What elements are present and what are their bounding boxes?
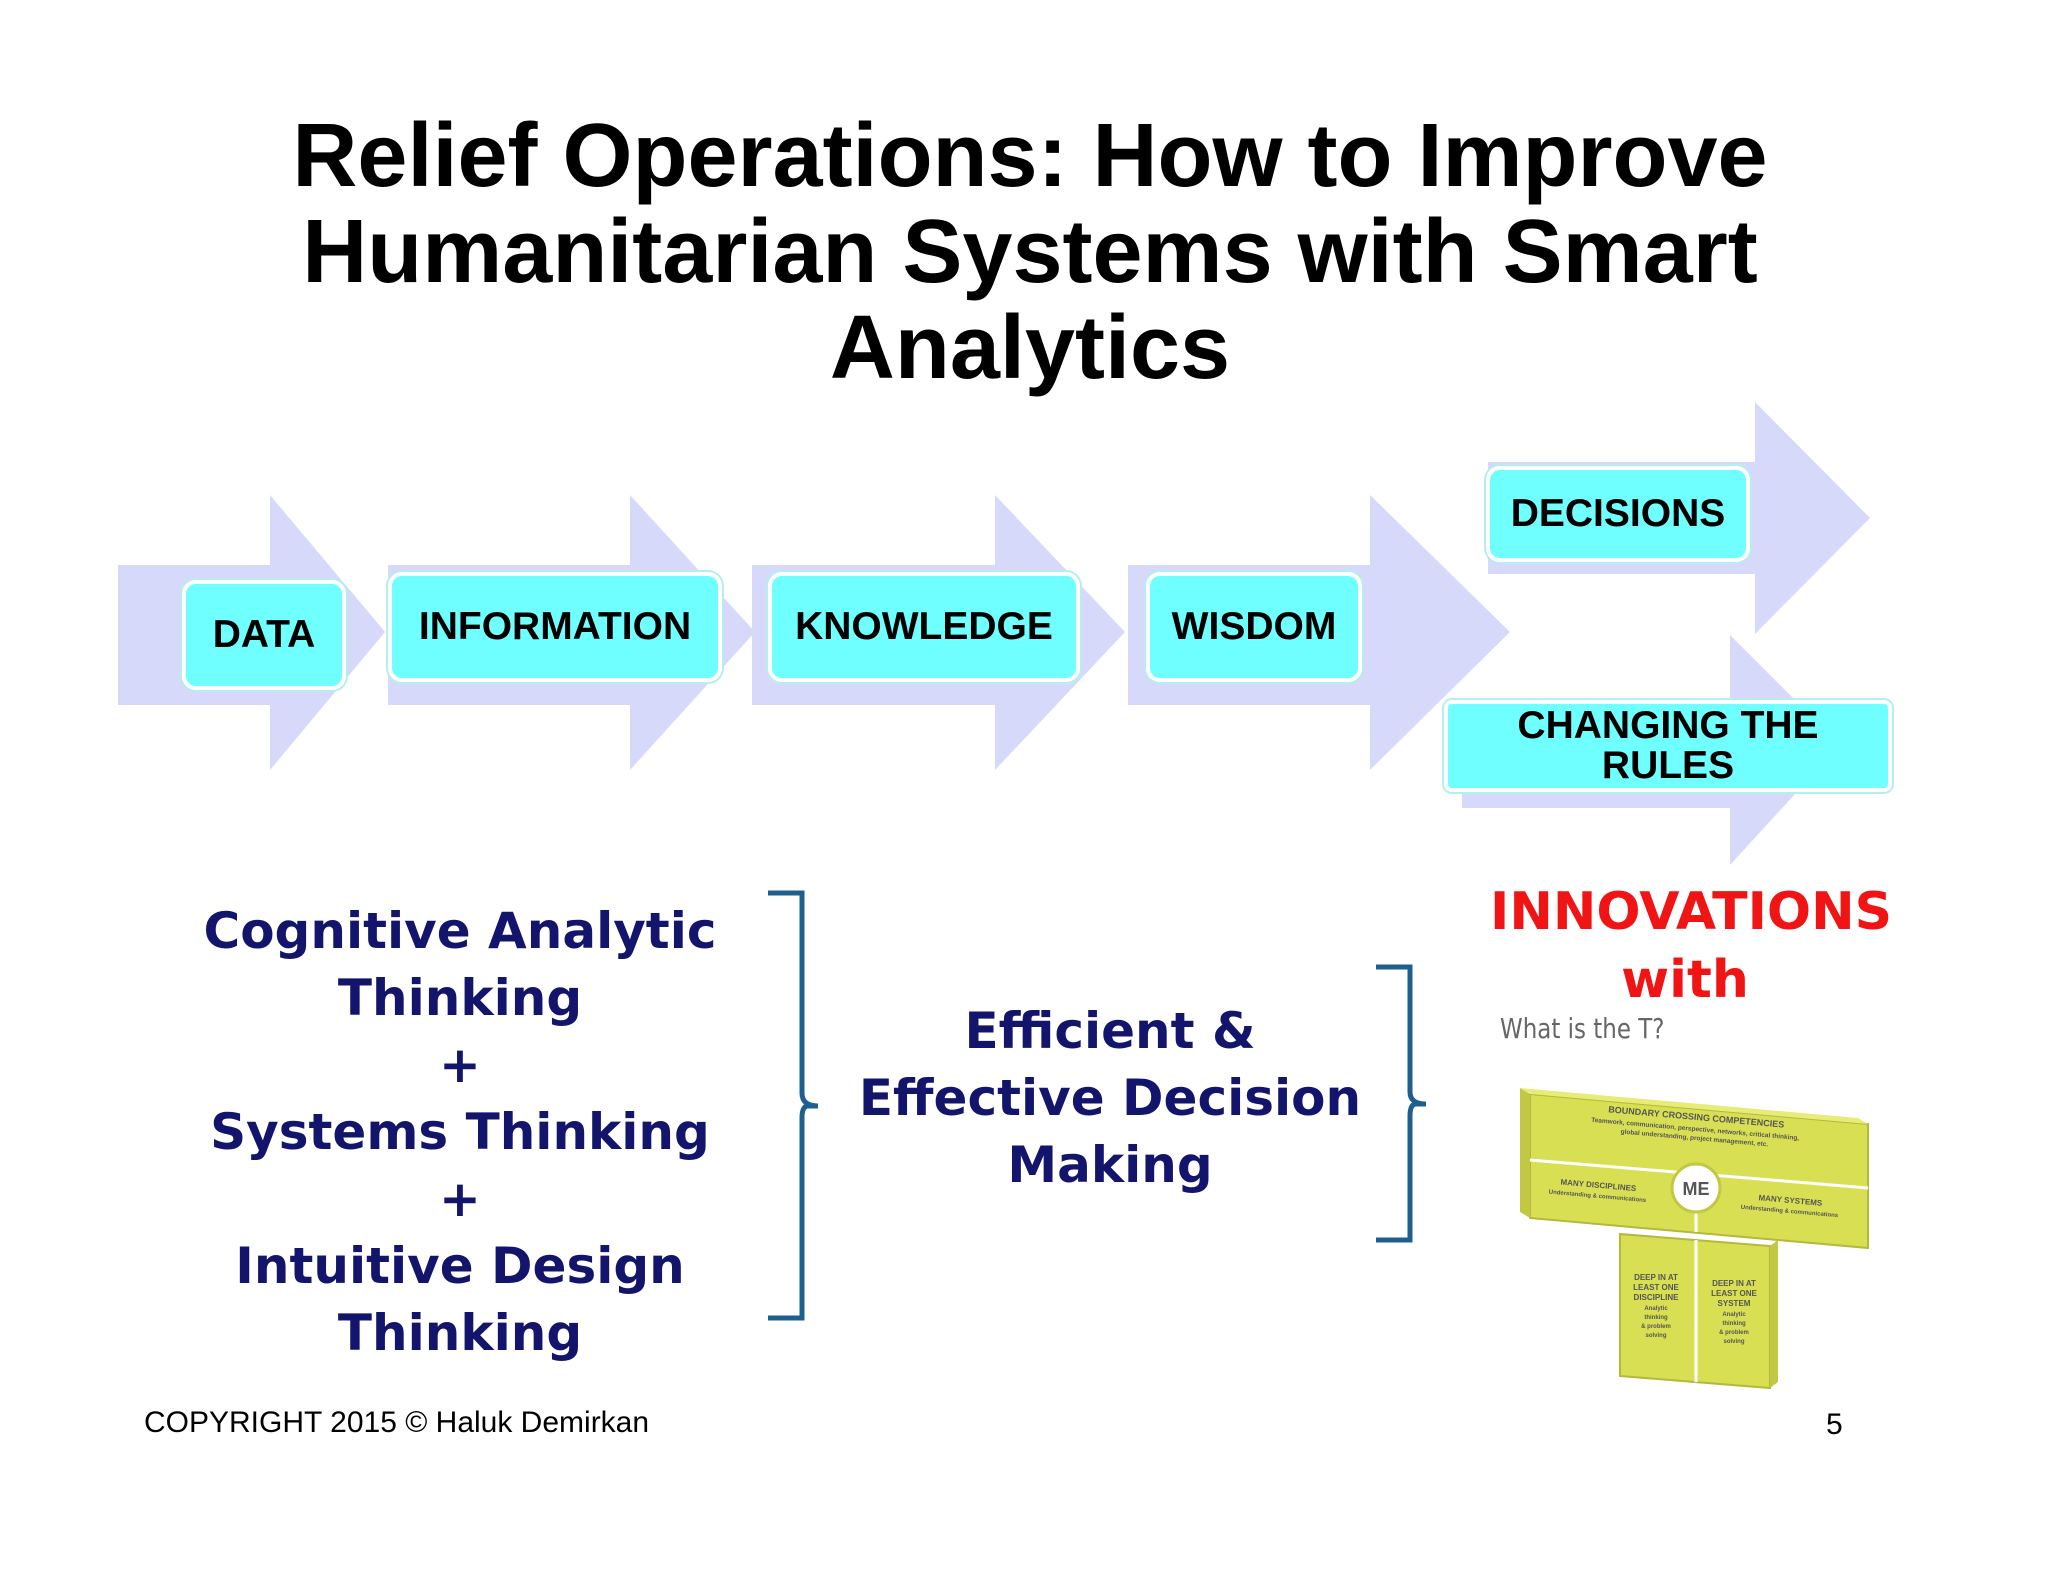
box-data-label: DATA [212,613,316,656]
svg-text:solving: solving [1645,1333,1666,1339]
t-model-stem-right-text: DEEP IN AT LEAST ONE SYSTEM Analytic thi… [1711,1279,1757,1345]
box-changing-rules-line-1: CHANGING THE [1517,704,1819,747]
decision-line-2: Effective Decision [858,1069,1362,1127]
t-model-caption: What is the T? [1500,1012,1665,1045]
decision-line-1: Efficient & [964,1002,1256,1060]
title-line-3: Analytics [829,298,1231,398]
bracket-left [768,890,819,1321]
box-wisdom: WISDOM [1146,572,1362,682]
thinking-plus-1: + [439,1036,481,1094]
box-changing-rules-line-2: RULES [1601,744,1735,787]
innovations-line-1: INNOVATIONS [1490,882,1893,942]
title-line-1: Relief Operations: How to Improve [292,106,1768,206]
svg-text:SYSTEM: SYSTEM [1718,1299,1751,1308]
svg-text:& problem: & problem [1719,1330,1749,1336]
box-information: INFORMATION [388,572,722,682]
page-number: 5 [1826,1408,1843,1441]
thinking-line-1: Cognitive Analytic [203,902,717,960]
box-knowledge: KNOWLEDGE [768,572,1080,682]
bracket-right [1376,964,1427,1243]
thinking-line-4: Intuitive Design [235,1237,685,1295]
box-knowledge-label: KNOWLEDGE [795,605,1053,648]
svg-text:Analytic: Analytic [1722,1312,1746,1318]
t-model-me-label: ME [1683,1179,1710,1199]
t-model-me-circle [1670,1162,1722,1214]
box-decisions: DECISIONS [1486,466,1750,562]
thinking-plus-2: + [439,1170,481,1228]
thinking-line-5: Thinking [337,1304,583,1362]
decision-line-3: Making [1007,1136,1213,1194]
svg-text:solving: solving [1723,1339,1744,1345]
box-changing-rules: CHANGING THE RULES [1444,700,1892,792]
svg-text:LEAST ONE: LEAST ONE [1633,1283,1679,1292]
svg-text:thinking: thinking [1644,1315,1668,1321]
thinking-line-2: Thinking [337,969,583,1027]
svg-text:DEEP IN AT: DEEP IN AT [1634,1273,1678,1282]
innovations-line-2: with [1621,950,1749,1010]
svg-text:LEAST ONE: LEAST ONE [1711,1289,1757,1298]
decision-stack: Efficient & Effective Decision Making [850,998,1370,1199]
box-decisions-label: DECISIONS [1510,492,1726,535]
t-model-stem-left-text: DEEP IN AT LEAST ONE DISCIPLINE Analytic… [1633,1273,1679,1339]
copyright-text: COPYRIGHT 2015 © Haluk Demirkan [144,1406,650,1439]
svg-text:DEEP IN AT: DEEP IN AT [1712,1279,1756,1288]
slide-title: Relief Operations: How to Improve Humani… [230,108,1830,396]
svg-text:thinking: thinking [1722,1321,1746,1327]
thinking-stack: Cognitive Analytic Thinking + Systems Th… [190,898,730,1367]
box-information-label: INFORMATION [418,605,692,648]
title-line-2: Humanitarian Systems with Smart [302,202,1758,302]
svg-text:& problem: & problem [1641,1324,1671,1330]
svg-text:Analytic: Analytic [1644,1306,1668,1312]
thinking-line-3: Systems Thinking [210,1103,710,1161]
box-data: DATA [182,580,346,690]
innovations-heading: INNOVATIONS with [1490,878,1893,1014]
t-model-illustration: ME BOUNDARY CROSSING COMPETENCIES Teamwo… [1520,1088,1869,1390]
svg-text:DISCIPLINE: DISCIPLINE [1634,1293,1680,1302]
box-wisdom-label: WISDOM [1171,605,1337,648]
